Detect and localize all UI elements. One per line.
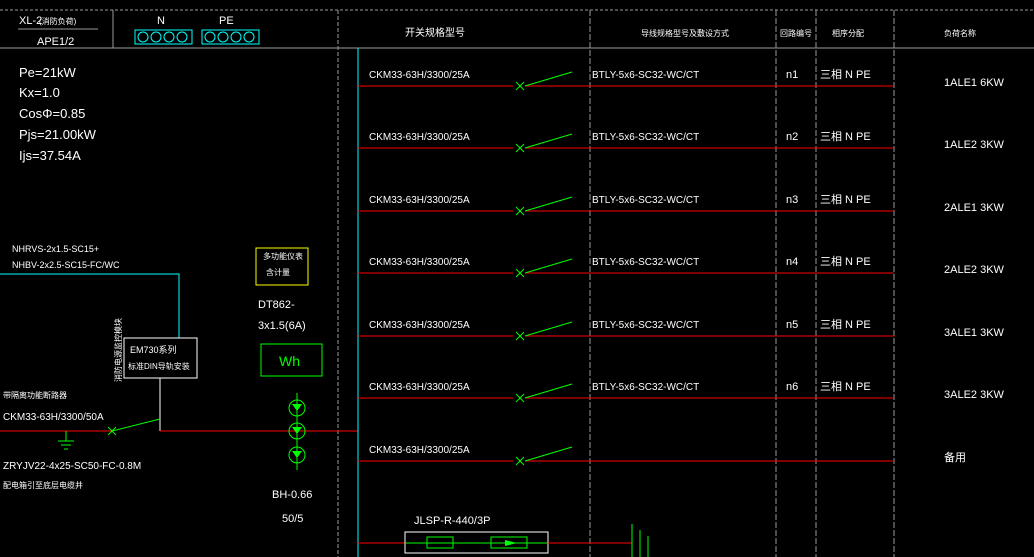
circuit-switch-model: CKM33-63H/3300/25A [369, 70, 470, 81]
circuit-number: n2 [786, 131, 798, 143]
circuit-breaker-switch [524, 321, 573, 337]
ct-model: BH-0.66 [272, 489, 312, 501]
calc-pjs: Pjs=21.00kW [19, 127, 97, 142]
circuit-breaker-mark [515, 268, 525, 278]
circuit-wire-spec: BTLY-5x6-SC32-WC/CT [592, 320, 699, 331]
circuit-switch-model: CKM33-63H/3300/25A [369, 195, 470, 206]
calc-cos: CosΦ=0.85 [19, 106, 85, 121]
circuit-breaker-switch [524, 133, 573, 149]
incoming-line [0, 418, 358, 450]
monitor-cable-2: NHBV-2x2.5-SC15-FC/WC [12, 260, 120, 270]
meter-spec: 3x1.5(6A) [258, 320, 306, 332]
outgoing-circuits: CKM33-63H/3300/25A BTLY-5x6-SC32-WC/CT n1 三… [358, 68, 1005, 466]
circuit-wire-spec: BTLY-5x6-SC32-WC/CT [592, 257, 699, 268]
circuit-load-name: 3ALE1 3KW [944, 327, 1005, 339]
circuit-breaker-mark [515, 143, 525, 153]
circuit-switch-model: CKM33-63H/3300/25A [369, 320, 470, 331]
header-switch-model: 开关规格型号 [405, 26, 465, 39]
current-transformers [288, 393, 306, 470]
circuit-breaker-mark [515, 206, 525, 216]
panel-id: XL-2 [19, 15, 42, 27]
fire-module-label: 消防电源监控模块 [113, 318, 123, 382]
main-breaker-model: CKM33-63H/3300/50A [3, 412, 104, 423]
circuit-breaker-mark [515, 81, 525, 91]
meter-box-line-1: 多功能仪表 [263, 251, 303, 261]
circuit-load-name: 备用 [944, 450, 966, 464]
incoming-cable: ZRYJV22-4x25-SC50-FC-0.8M [3, 461, 141, 472]
header-load-name: 负荷名称 [944, 28, 976, 38]
load-calculation: Pe=21kW Kx=1.0 CosΦ=0.85 Pjs=21.00kW Ijs… [19, 65, 97, 163]
pe-terminal-label: PE [219, 15, 234, 27]
n-terminal-bar [134, 29, 193, 45]
surge-protector [358, 524, 649, 557]
n-terminal-label: N [157, 15, 165, 27]
circuit-breaker-switch [524, 258, 573, 274]
incoming-note: 配电箱引至底层电缆井 [3, 480, 83, 490]
panel-sub-id: APE1/2 [37, 36, 74, 48]
circuit-load-name: 1ALE1 6KW [944, 77, 1005, 89]
em730-module [123, 337, 198, 379]
header-circuit-no: 回路编号 [780, 28, 812, 38]
wh-meter: Wh [260, 343, 323, 377]
circuit-breaker-mark [515, 456, 525, 466]
circuit-breaker-mark [515, 331, 525, 341]
pe-terminal-bar [201, 29, 260, 45]
circuit-number: n6 [786, 381, 798, 393]
calc-pe: Pe=21kW [19, 65, 76, 80]
circuit-switch-model: CKM33-63H/3300/25A [369, 445, 470, 456]
circuit-phase: 三相 N PE [820, 130, 871, 143]
circuit-number: n4 [786, 256, 798, 268]
circuit-number: n3 [786, 194, 798, 206]
circuit-breaker-switch [524, 71, 573, 87]
meter-box [255, 247, 309, 286]
circuit-load-name: 2ALE1 3KW [944, 202, 1005, 214]
circuit-load-name: 3ALE2 3KW [944, 389, 1005, 401]
circuit-wire-spec: BTLY-5x6-SC32-WC/CT [592, 70, 699, 81]
panel-id-suffix: (消防负荷) [39, 16, 77, 26]
header-phase: 相序分配 [832, 28, 864, 38]
circuit-load-name: 1ALE2 3KW [944, 139, 1005, 151]
main-breaker-title: 带隔离功能断路器 [3, 390, 67, 400]
spd-model: JLSP-R-440/3P [414, 515, 490, 527]
circuit-breaker-switch [524, 196, 573, 212]
circuit-phase: 三相 N PE [820, 380, 871, 393]
meter-box-line-2: 含计量 [266, 267, 290, 277]
em730-line-1: EM730系列 [130, 344, 177, 355]
table-grid [0, 9, 1034, 557]
circuit-wire-spec: BTLY-5x6-SC32-WC/CT [592, 382, 699, 393]
circuit-phase: 三相 N PE [820, 318, 871, 331]
circuit-wire-spec: BTLY-5x6-SC32-WC/CT [592, 195, 699, 206]
header-wire-spec: 导线规格型号及敷设方式 [641, 28, 729, 38]
meter-model: DT862- [258, 299, 295, 311]
circuit-switch-model: CKM33-63H/3300/25A [369, 257, 470, 268]
circuit-number: n1 [786, 69, 798, 81]
em730-line-2: 标准DIN导轨安装 [128, 361, 190, 371]
svg-text:Wh: Wh [279, 353, 300, 369]
ct-ratio: 50/5 [282, 513, 303, 525]
calc-ijs: Ijs=37.54A [19, 148, 81, 163]
circuit-load-name: 2ALE2 3KW [944, 264, 1005, 276]
circuit-phase: 三相 N PE [820, 68, 871, 81]
circuit-phase: 三相 N PE [820, 193, 871, 206]
calc-kx: Kx=1.0 [19, 85, 60, 100]
circuit-phase: 三相 N PE [820, 255, 871, 268]
circuit-switch-model: CKM33-63H/3300/25A [369, 132, 470, 143]
circuit-breaker-mark [515, 393, 525, 403]
circuit-number: n5 [786, 319, 798, 331]
circuit-wire-spec: BTLY-5x6-SC32-WC/CT [592, 132, 699, 143]
circuit-breaker-switch [524, 446, 573, 462]
circuit-breaker-switch [524, 383, 573, 399]
monitor-cable-1: NHRVS-2x1.5-SC15+ [12, 244, 99, 254]
circuit-switch-model: CKM33-63H/3300/25A [369, 382, 470, 393]
monitor-cable [0, 273, 198, 431]
